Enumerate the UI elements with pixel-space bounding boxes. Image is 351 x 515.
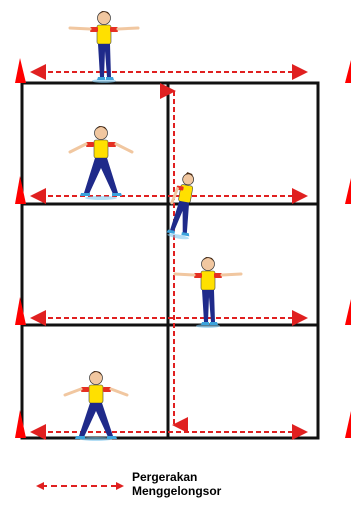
legend-arrowhead-right (116, 482, 124, 490)
legend-arrowhead-left (36, 482, 44, 490)
legend: Pergerakan Menggelongsor (36, 470, 296, 506)
right-cone-4 (345, 411, 351, 438)
player-head (182, 173, 195, 186)
right-cone-1 (345, 60, 351, 83)
player-shirt (89, 385, 103, 403)
legend-label-line-2: Menggelongsor (132, 484, 221, 498)
player-right-arm (116, 144, 132, 152)
right-cone-3 (345, 299, 351, 325)
left-cone-4 (15, 410, 26, 438)
player-shirt (97, 25, 111, 44)
left-cone-2 (15, 176, 26, 204)
player-right-arm (222, 274, 241, 275)
player-figure-bottom (65, 371, 127, 441)
player-shirt (94, 140, 108, 158)
player-right-arm (111, 389, 127, 395)
player-shirt (201, 271, 215, 290)
right-cones (345, 60, 351, 438)
legend-label-line-1: Pergerakan (132, 470, 221, 484)
court-grid (22, 83, 318, 438)
player-figure-row-1 (70, 126, 132, 200)
player-left-arm (175, 274, 194, 275)
player-pants (84, 158, 118, 194)
player-left-arm (70, 28, 90, 29)
right-cone-2 (345, 178, 351, 204)
player-left-arm (70, 144, 86, 152)
left-cone-1 (15, 58, 26, 83)
player-shadow (85, 196, 117, 200)
player-left-arm (65, 389, 81, 395)
legend-label: Pergerakan Menggelongsor (132, 470, 221, 498)
legend-arrow (36, 478, 124, 494)
outer-boundary (22, 83, 318, 438)
left-cone-3 (15, 297, 26, 325)
player-right-arm (118, 28, 138, 29)
